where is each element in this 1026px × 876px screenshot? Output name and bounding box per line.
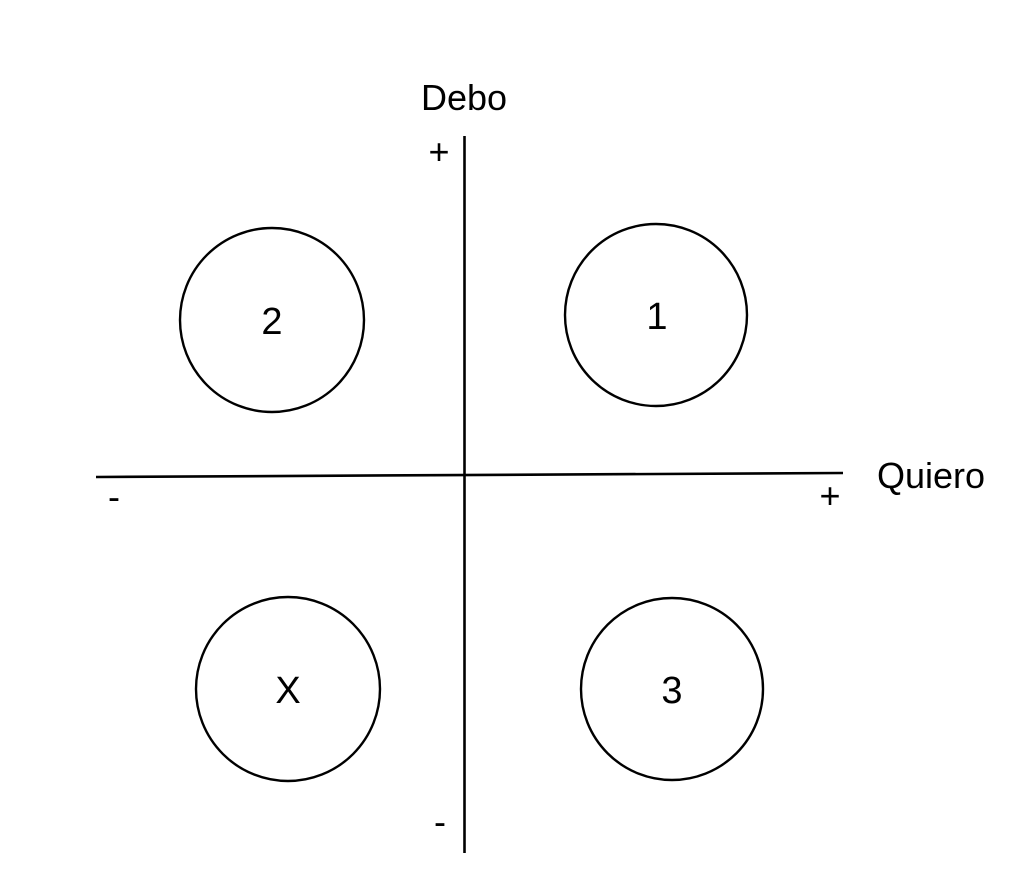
vertical-axis-label: Debo xyxy=(421,77,507,118)
horizontal-axis-minus-sign: - xyxy=(108,476,120,517)
horizontal-axis-label: Quiero xyxy=(877,455,985,496)
circle-top-left-outline xyxy=(178,226,366,414)
circle-top-left: 2 xyxy=(178,226,366,414)
horizontal-axis-plus-sign: + xyxy=(819,475,840,516)
circle-top-right: 1 xyxy=(563,222,749,408)
vertical-axis-plus-sign: + xyxy=(428,131,449,172)
circle-bottom-left: X xyxy=(194,595,382,783)
vertical-axis-minus-sign: - xyxy=(434,801,446,842)
circle-top-left-label: 2 xyxy=(261,301,282,343)
circle-top-right-outline xyxy=(563,222,749,408)
circle-top-right-label: 1 xyxy=(646,296,667,338)
horizontal-axis-line xyxy=(95,471,844,479)
circle-bottom-right-label: 3 xyxy=(661,670,682,712)
circle-bottom-right: 3 xyxy=(579,596,765,782)
circle-bottom-right-outline xyxy=(579,596,765,782)
circle-bottom-left-outline xyxy=(194,595,382,783)
circle-bottom-left-label: X xyxy=(275,670,300,712)
